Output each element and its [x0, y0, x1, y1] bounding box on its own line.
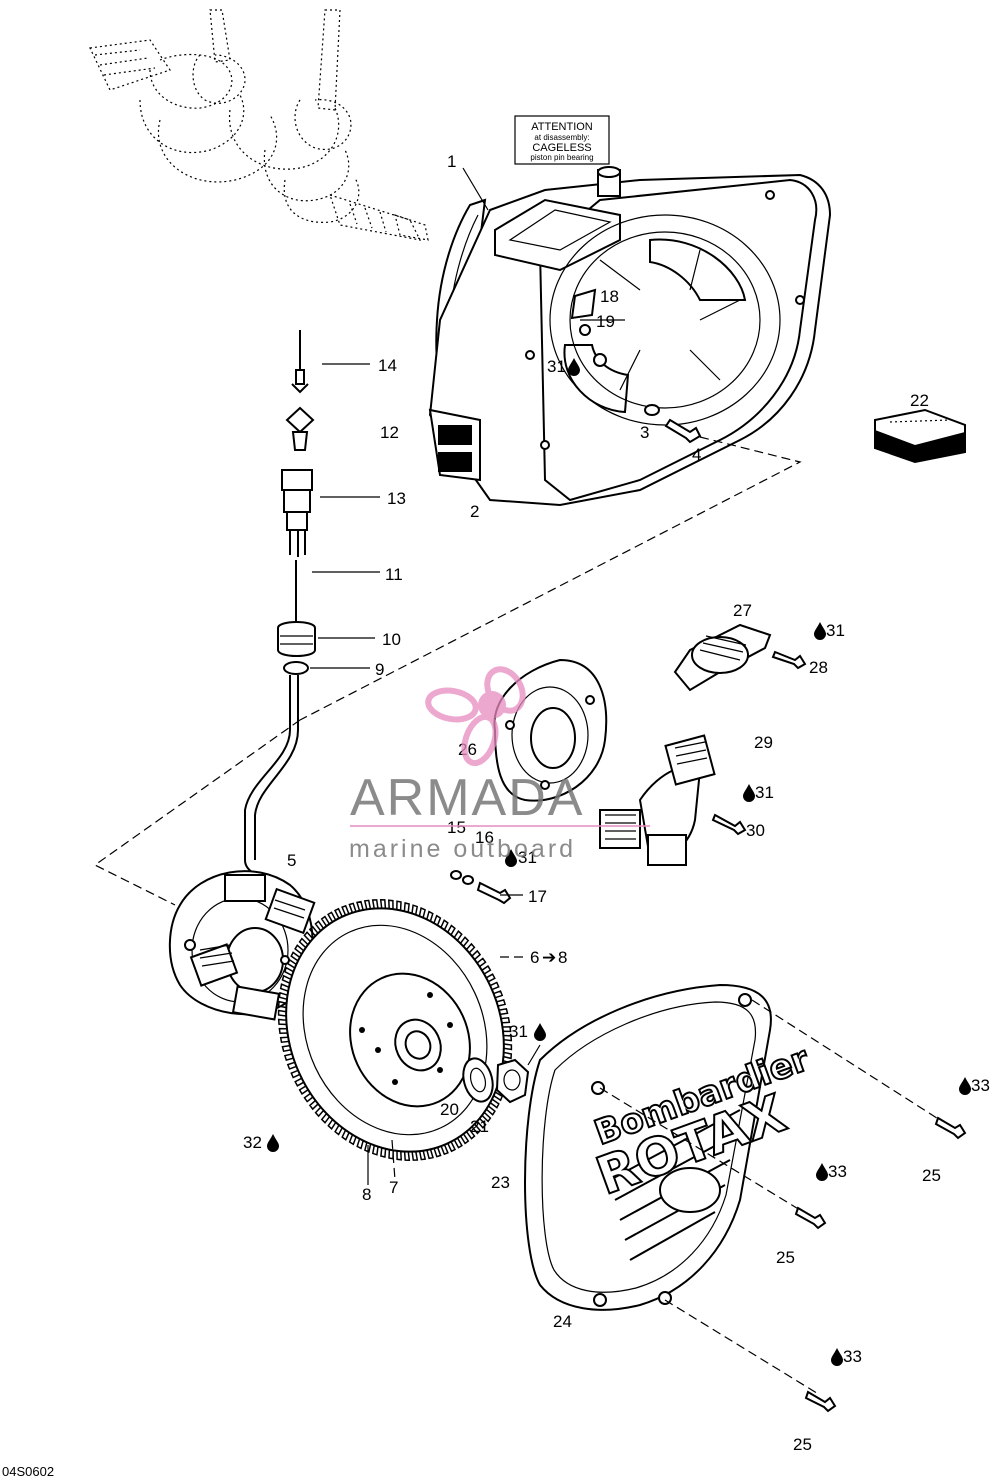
callout-31-nut: 31 [509, 1022, 528, 1041]
drop-icon [959, 1077, 971, 1095]
callout-33-bottom: 33 [843, 1347, 862, 1366]
reference-line-cover-top [751, 999, 941, 1121]
callout-6-range-arrow: ➔ [542, 948, 556, 967]
callout-24: 24 [553, 1312, 572, 1331]
drop-icon [505, 849, 517, 867]
adhesive-drop-icons [267, 358, 971, 1366]
warning-decal-line3: CAGELESS [532, 142, 591, 154]
drop-icon [816, 1163, 828, 1181]
charging-coil [599, 734, 747, 866]
reference-line-cover-bottom [664, 1299, 821, 1396]
callout-31-stator: 31 [518, 848, 537, 867]
drop-icon [743, 784, 755, 802]
callout-28: 28 [809, 658, 828, 677]
drop-icon [568, 358, 580, 376]
callout-30: 30 [746, 821, 765, 840]
callout-6-range-end: 8 [558, 948, 567, 967]
reference-line-stator [93, 719, 301, 906]
callout-9: 9 [375, 660, 384, 679]
ring-gear-teeth [277, 899, 513, 1161]
drawing-code: 04S0602 [2, 1464, 54, 1479]
reference-line-housing [299, 436, 802, 721]
callout-22: 22 [910, 391, 929, 410]
callout-31-housing: 31 [547, 357, 566, 376]
callout-21: 21 [470, 1117, 489, 1136]
sensor-wire-assembly [244, 330, 316, 879]
callout-6: 6 [530, 948, 539, 967]
drop-icon [534, 1023, 546, 1041]
callout-14: 14 [378, 356, 397, 375]
crankshaft-drawing [89, 9, 429, 241]
callout-3: 3 [640, 423, 649, 442]
drop-icon [814, 622, 826, 640]
watermark-logo-icon [350, 666, 650, 827]
callout-17: 17 [528, 887, 547, 906]
callout-5: 5 [287, 851, 296, 870]
trigger-coil [673, 623, 807, 692]
callout-labels: 1 2 3 4 5 6 ➔ 8 7 8 9 10 11 12 13 14 15 … [243, 152, 990, 1454]
callout-8: 8 [362, 1185, 371, 1204]
stator-fasteners [450, 870, 512, 905]
callout-16: 16 [475, 828, 494, 847]
drop-icon [267, 1134, 279, 1152]
warning-decal-line2: at disassembly: [534, 133, 589, 142]
drop-icon [831, 1348, 843, 1366]
callout-10: 10 [382, 630, 401, 649]
callout-29: 29 [754, 733, 773, 752]
flywheel-housing [428, 166, 832, 507]
callout-18: 18 [600, 287, 619, 306]
callout-31-charging-coil: 31 [755, 783, 774, 802]
callout-27: 27 [733, 601, 752, 620]
callout-25-bottom: 25 [793, 1435, 812, 1454]
callout-20: 20 [440, 1100, 459, 1119]
callout-2: 2 [470, 502, 479, 521]
callout-7: 7 [389, 1178, 398, 1197]
stator [168, 870, 316, 1021]
callout-23: 23 [491, 1173, 510, 1192]
reference-line-cover-mid [599, 1087, 801, 1211]
callout-31-trigger-coil: 31 [826, 621, 845, 640]
warning-decal-line4: piston pin bearing [530, 153, 593, 162]
watermark: ARMADA marine outboard [349, 666, 650, 863]
callout-32: 32 [243, 1133, 262, 1152]
sealant-box [874, 408, 966, 464]
callout-25-top: 25 [922, 1166, 941, 1185]
warning-decal-line1: ATTENTION [531, 121, 593, 133]
callout-19: 19 [596, 312, 615, 331]
callout-4: 4 [692, 445, 701, 464]
warning-decal: ATTENTION at disassembly: CAGELESS pisto… [514, 115, 610, 165]
watermark-name: ARMADA [350, 769, 584, 827]
cover-screws [794, 1116, 967, 1413]
leader-lines [310, 167, 541, 1185]
flywheel-washer-nut [462, 1057, 530, 1104]
callout-33-middle: 33 [828, 1162, 847, 1181]
callout-33-top: 33 [971, 1076, 990, 1095]
callout-13: 13 [387, 489, 406, 508]
callout-12: 12 [380, 423, 399, 442]
callout-15: 15 [447, 818, 466, 837]
callout-25-middle: 25 [776, 1248, 795, 1267]
callout-11: 11 [385, 565, 403, 584]
flywheel-cover: Bombardier ROTAX [524, 983, 815, 1311]
watermark-tagline: marine outboard [349, 835, 576, 863]
callout-1: 1 [447, 152, 456, 171]
flywheel-ring-gear [277, 899, 513, 1161]
